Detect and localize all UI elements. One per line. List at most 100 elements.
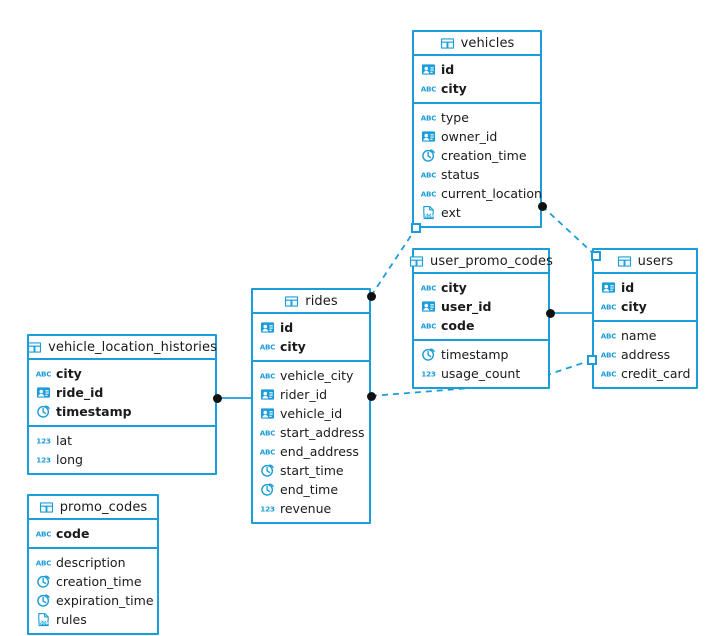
column-row[interactable]: id xyxy=(594,278,696,297)
column-row[interactable]: ABC name xyxy=(594,326,696,345)
abc-text-icon: ABC xyxy=(260,425,275,440)
entity-header-users[interactable]: users xyxy=(594,250,696,274)
svg-text:123: 123 xyxy=(421,370,436,379)
column-name: current_location xyxy=(441,186,542,201)
column-name: start_time xyxy=(280,463,344,478)
relationship-dot-marker-vehicles-rides-from xyxy=(366,291,376,301)
relationship-line-vehicles-users[interactable] xyxy=(541,205,597,257)
column-row[interactable]: creation_time xyxy=(29,572,157,591)
column-name: id xyxy=(621,280,635,295)
svg-text:ABC: ABC xyxy=(421,190,436,199)
column-row[interactable]: expiration_time xyxy=(29,591,157,610)
svg-text:ABC: ABC xyxy=(601,332,616,341)
column-row[interactable]: user_id xyxy=(414,297,548,316)
table-icon xyxy=(617,254,632,269)
column-name: vehicle_city xyxy=(280,368,354,383)
svg-text:ABC: ABC xyxy=(36,559,51,568)
table-icon xyxy=(409,254,424,269)
column-name: city xyxy=(621,299,647,314)
key-id-icon xyxy=(260,320,275,335)
abc-text-icon: ABC xyxy=(421,318,436,333)
svg-text:ABC: ABC xyxy=(421,284,436,293)
column-name: code xyxy=(441,318,475,333)
column-row[interactable]: id xyxy=(414,60,540,79)
column-name: timestamp xyxy=(441,347,509,362)
clock-icon xyxy=(260,463,275,478)
column-row[interactable]: id xyxy=(253,318,369,337)
column-row[interactable]: end_time xyxy=(253,480,369,499)
column-name: description xyxy=(56,555,126,570)
column-row[interactable]: ABC description xyxy=(29,553,157,572)
column-row[interactable]: rider_id xyxy=(253,385,369,404)
entity-header-promo_codes[interactable]: promo_codes xyxy=(29,496,157,520)
column-name: name xyxy=(621,328,657,343)
column-row[interactable]: owner_id xyxy=(414,127,540,146)
column-row[interactable]: ABC city xyxy=(594,297,696,316)
column-row[interactable]: creation_time xyxy=(414,146,540,165)
entity-header-user_promo_codes[interactable]: user_promo_codes xyxy=(409,250,553,274)
column-row[interactable]: ABC city xyxy=(253,337,369,356)
column-name: credit_card xyxy=(621,366,691,381)
clock-icon xyxy=(36,593,51,608)
column-name: id xyxy=(280,320,294,335)
svg-text:123: 123 xyxy=(36,456,51,465)
clock-icon xyxy=(36,404,51,419)
abc-text-icon: ABC xyxy=(260,444,275,459)
column-name: revenue xyxy=(280,501,332,516)
entity-title: vehicle_location_histories xyxy=(48,339,217,355)
column-name: city xyxy=(280,339,306,354)
column-row[interactable]: ABC current_location xyxy=(414,184,542,203)
abc-text-icon: ABC xyxy=(601,299,616,314)
column-row[interactable]: start_time xyxy=(253,461,369,480)
column-row[interactable]: vehicle_id xyxy=(253,404,369,423)
key-id-icon xyxy=(421,299,436,314)
column-name: type xyxy=(441,110,469,125)
column-name: city xyxy=(441,280,467,295)
entity-header-vehicles[interactable]: vehicles xyxy=(414,32,540,56)
clock-icon xyxy=(421,148,436,163)
column-row[interactable]: timestamp xyxy=(414,345,548,364)
svg-text:ABC: ABC xyxy=(421,322,436,331)
column-row[interactable]: ABC code xyxy=(414,316,548,335)
column-row[interactable]: timestamp xyxy=(29,402,215,421)
svg-text:ABC: ABC xyxy=(601,303,616,312)
key-id-icon xyxy=(421,62,436,77)
column-row[interactable]: ride_id xyxy=(29,383,215,402)
column-name: city xyxy=(441,81,467,96)
column-row[interactable]: ABC city xyxy=(414,278,548,297)
entity-header-vehicle_location_histories[interactable]: vehicle_location_histories xyxy=(28,336,217,360)
clock-icon xyxy=(421,347,436,362)
relationship-dot-marker-rides-users-from xyxy=(366,391,376,401)
table-icon xyxy=(440,36,455,51)
relationship-square-marker-rides-users-to xyxy=(587,355,597,365)
svg-text:123: 123 xyxy=(36,437,51,446)
svg-text:ABC: ABC xyxy=(260,343,275,352)
column-name: timestamp xyxy=(56,404,132,419)
entity-header-rides[interactable]: rides xyxy=(253,290,369,314)
